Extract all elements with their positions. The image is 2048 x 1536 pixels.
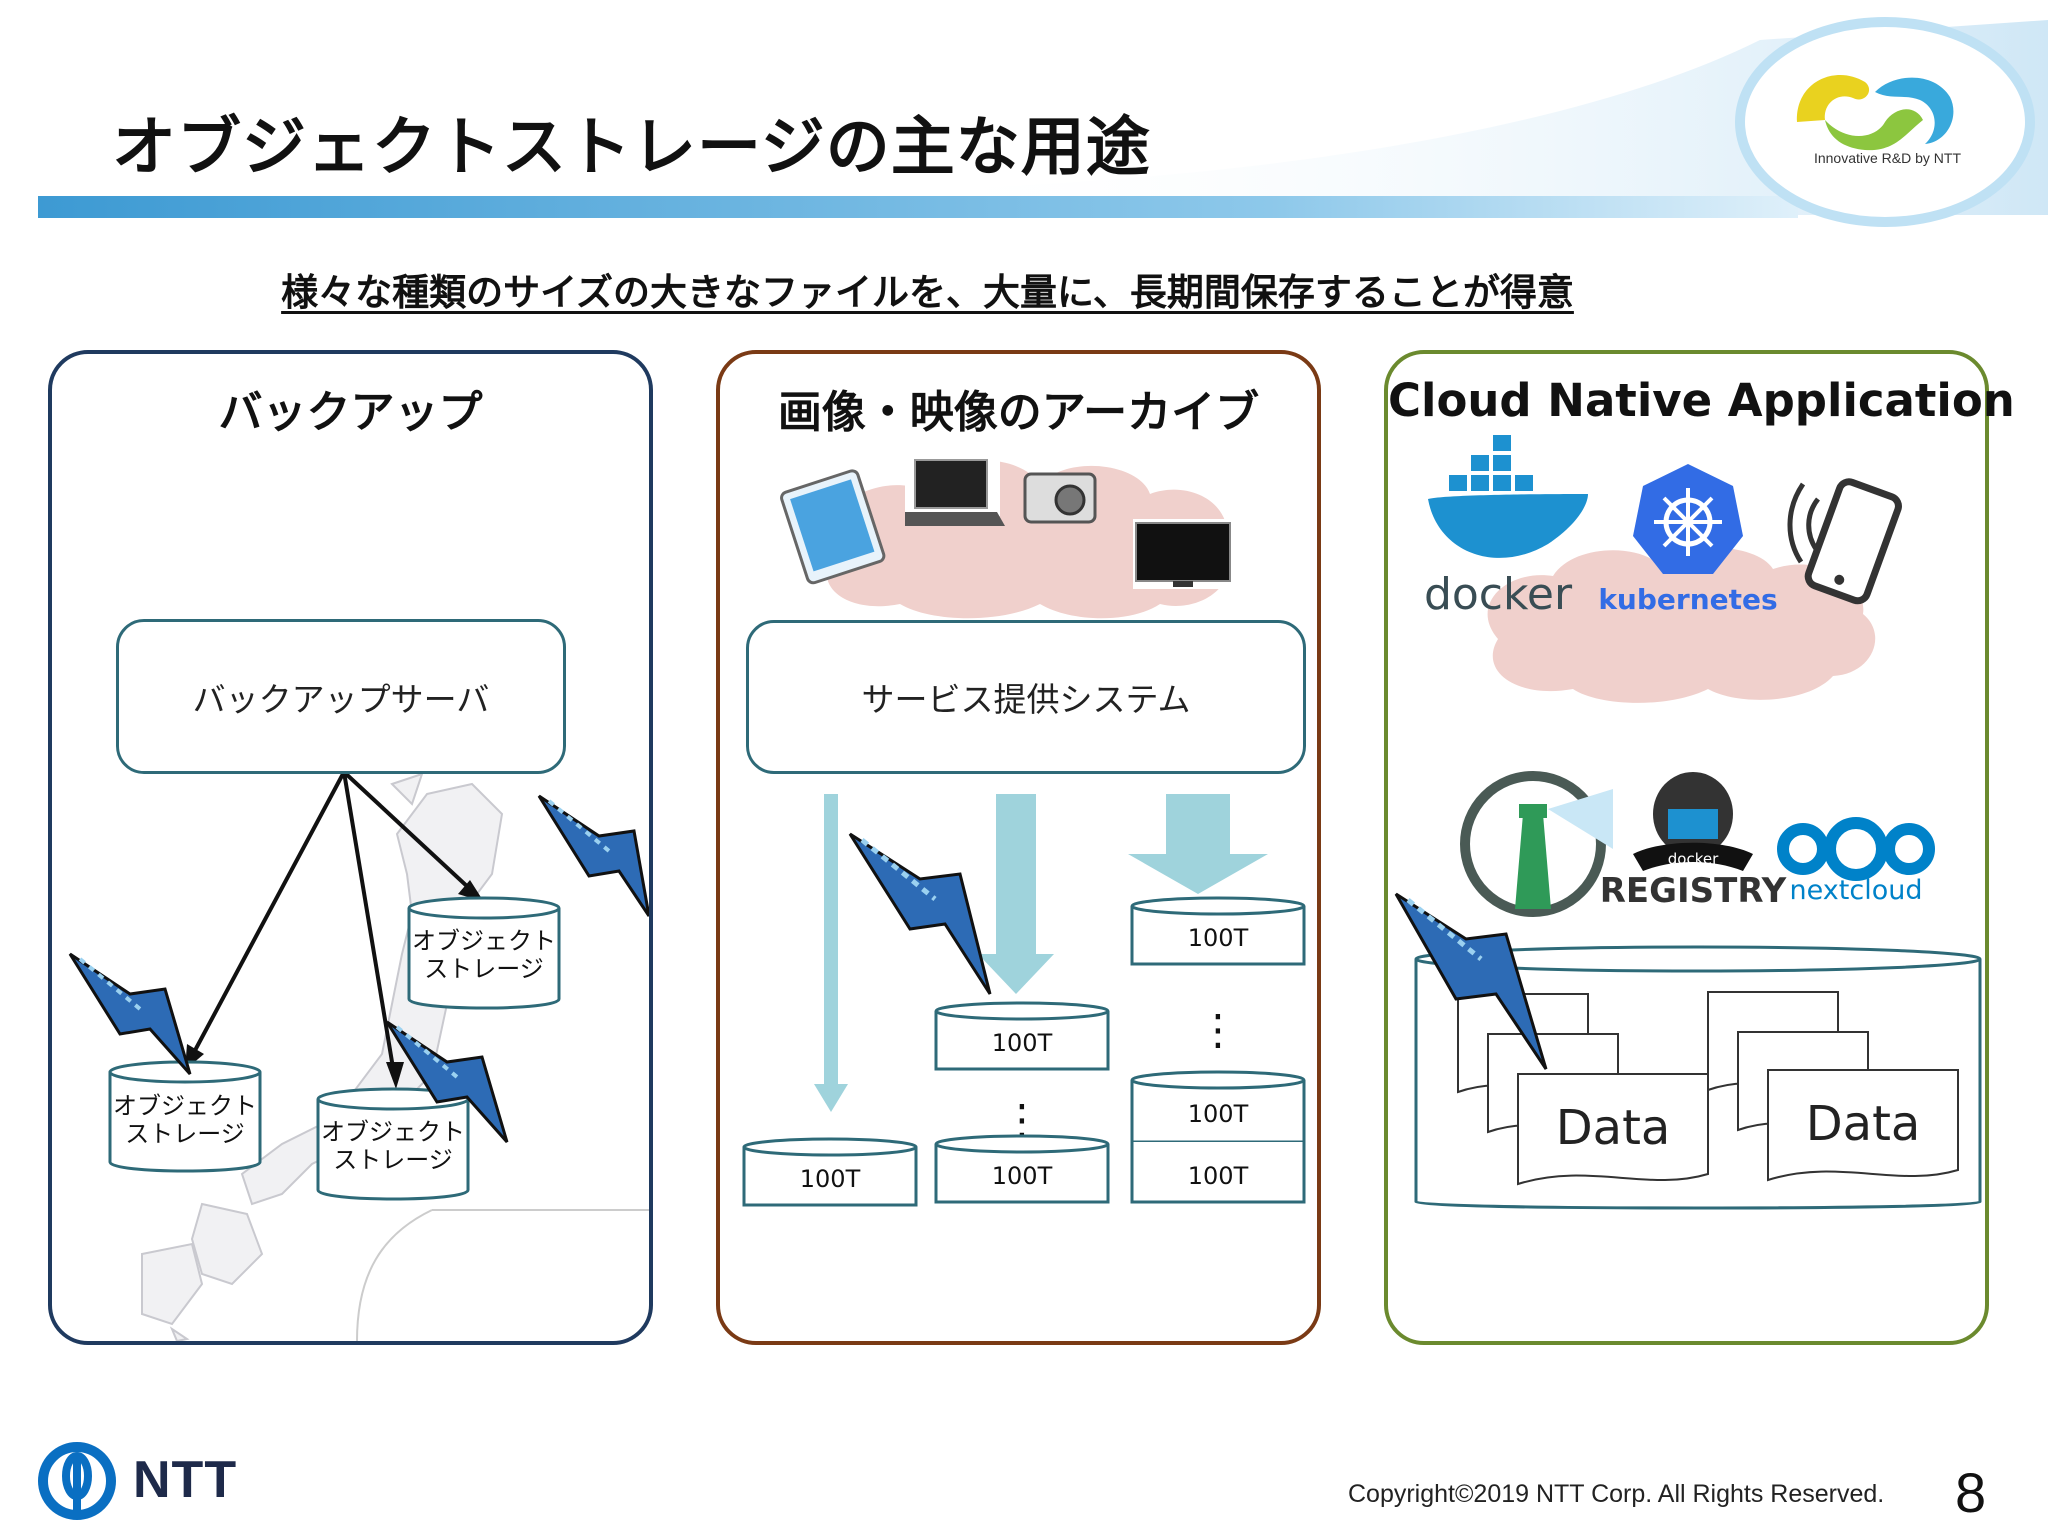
data-label-1: Data — [1556, 1100, 1671, 1156]
slide-title: オブジェクトストレージの主な用途 — [112, 111, 1151, 185]
storage-label-2-line1: オブジェクト — [321, 1118, 465, 1146]
data-document-stack-1 — [1457, 993, 1709, 1186]
cloud-native-panel: Cloud Native Application docker kubernet… — [1384, 350, 2015, 1345]
swallow-mascot-icon — [385, 1020, 509, 1143]
slide-subtitle: 様々な種類のサイズの大きなファイルを、大量に、長期間保存することが得意 — [281, 271, 1574, 314]
backup-server-box: バックアップサーバ — [116, 619, 566, 774]
data-label-2: Data — [1806, 1096, 1921, 1152]
storage-label-2-line2: ストレージ — [333, 1146, 453, 1174]
ntt-logo-text: NTT — [133, 1451, 238, 1509]
kubernetes-icon — [1633, 464, 1743, 574]
svg-text:100T: 100T — [992, 1029, 1053, 1057]
docker-registry-icon — [1633, 772, 1753, 871]
write-arrows — [814, 794, 1268, 1112]
registry-logo-text: REGISTRY — [1600, 871, 1787, 911]
wireless-signal-icon — [1787, 482, 1821, 564]
lighthouse-icon — [1460, 771, 1613, 917]
disk-100t-col1-bottom: 100T — [742, 1137, 918, 1207]
archive-panel-title: 画像・映像のアーカイブ — [777, 387, 1260, 438]
storage-label-1-line2: ストレージ — [125, 1120, 245, 1148]
svg-text:100T: 100T — [1188, 1100, 1249, 1128]
swallow-mascot-icon — [1394, 892, 1548, 1070]
tv-icon — [1133, 519, 1233, 589]
ntt-logo-icon — [38, 1442, 116, 1520]
service-system-box: サービス提供システム — [746, 620, 1306, 774]
svg-text:100T: 100T — [992, 1162, 1053, 1190]
app-cloud — [1487, 547, 1876, 703]
disk-100t-col3-middle: 100T — [1130, 1070, 1306, 1144]
smartphone-icon — [1804, 478, 1902, 605]
cloud-panel-title: Cloud Native Application — [1388, 374, 2015, 427]
storage-label-1-line1: オブジェクト — [113, 1092, 257, 1120]
ellipsis-col3: ⋮ — [1197, 1005, 1239, 1054]
object-storage-cylinder-1: オブジェクト ストレージ — [108, 1060, 262, 1173]
backup-panel-title: バックアップ — [218, 387, 483, 438]
page-number: 8 — [1955, 1461, 1987, 1524]
copyright-notice: Copyright©2019 NTT Corp. All Rights Rese… — [1348, 1480, 1885, 1508]
laptop-icon — [905, 454, 1005, 526]
object-storage-cylinder-2: オブジェクト ストレージ — [316, 1087, 470, 1201]
svg-text:100T: 100T — [800, 1165, 861, 1193]
docker-whale-icon — [1428, 433, 1588, 558]
camera-icon — [1023, 472, 1097, 524]
japan-map-icon — [141, 772, 504, 1341]
object-storage-cylinder-3: オブジェクト ストレージ — [407, 896, 561, 1010]
replication-arrows — [190, 770, 472, 1075]
storage-label-3-line2: ストレージ — [424, 955, 544, 983]
nextcloud-logo-text: nextcloud — [1790, 875, 1923, 906]
data-document-stack-2 — [1707, 991, 1959, 1182]
swallow-mascot-icon — [68, 952, 192, 1075]
svg-text:100T: 100T — [1188, 1162, 1249, 1190]
backup-panel: バックアップ オブジェクト ストレージ — [48, 350, 653, 1345]
disk-100t-col3-top: 100T — [1130, 896, 1306, 966]
disk-100t-col2-bottom: 100T — [934, 1134, 1110, 1204]
backup-diagram: オブジェクト ストレージ オブジェクト ストレージ オブジェクト ストレージ — [68, 770, 649, 1341]
disk-100t-col2-top: 100T — [934, 1001, 1110, 1071]
disk-100t-col3-bottom: 100T — [1130, 1142, 1306, 1204]
tablet-icon — [780, 469, 886, 585]
archive-diagram: 100T 100T ⋮ 100T 100T ⋮ 100T 100T — [742, 454, 1306, 1207]
swallow-mascot-icon — [848, 832, 992, 995]
storage-label-3-line1: オブジェクト — [412, 927, 556, 955]
swallow-mascot-icon — [537, 794, 649, 917]
nextcloud-icon — [1777, 817, 1935, 881]
docker-logo-text: docker — [1424, 569, 1573, 620]
svg-text:100T: 100T — [1188, 924, 1249, 952]
logo-caption: Innovative R&D by NTT — [1813, 150, 1962, 166]
archive-panel: 画像・映像のアーカイブ — [716, 350, 1321, 1345]
registry-docker-text: docker — [1668, 850, 1719, 868]
cloud-native-diagram: docker kubernetes — [1394, 433, 1982, 1210]
kubernetes-logo-text: kubernetes — [1598, 583, 1777, 616]
innovative-rd-logo — [1735, 17, 2035, 227]
